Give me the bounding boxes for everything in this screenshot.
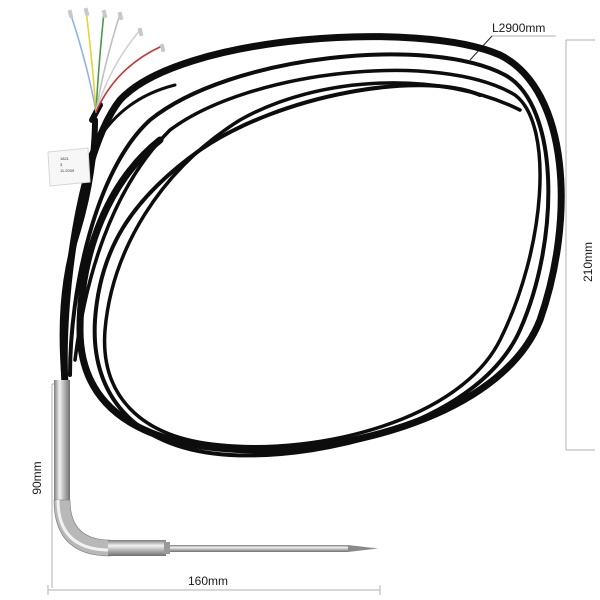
wire-terminal — [137, 27, 144, 37]
tag-line-2: 3 — [60, 162, 63, 167]
wire — [69, 11, 97, 113]
cable-tag: 1821 3 11.2009 — [47, 147, 91, 187]
wire — [85, 9, 97, 113]
wire — [95, 45, 163, 113]
tag-line-1: 1821 — [60, 156, 70, 161]
wire — [95, 11, 105, 113]
tag-line-3: 11.2009 — [60, 168, 75, 173]
steel-probe — [53, 380, 378, 557]
height-label: 210mm — [581, 242, 595, 282]
wire-terminal — [83, 7, 90, 17]
wire-terminal — [117, 11, 124, 21]
wire-bundle — [67, 7, 166, 113]
wire-terminal — [101, 9, 108, 19]
dimension-lines — [47, 35, 595, 595]
probe-vertical-label: 90mm — [30, 461, 44, 494]
cable — [59, 33, 565, 458]
wire — [95, 13, 121, 113]
wire-terminal — [67, 9, 74, 19]
wire — [95, 29, 141, 113]
wire-terminal — [159, 43, 166, 53]
probe-horizontal-label: 160mm — [188, 574, 228, 588]
cable-length-label: L2900mm — [492, 21, 545, 35]
